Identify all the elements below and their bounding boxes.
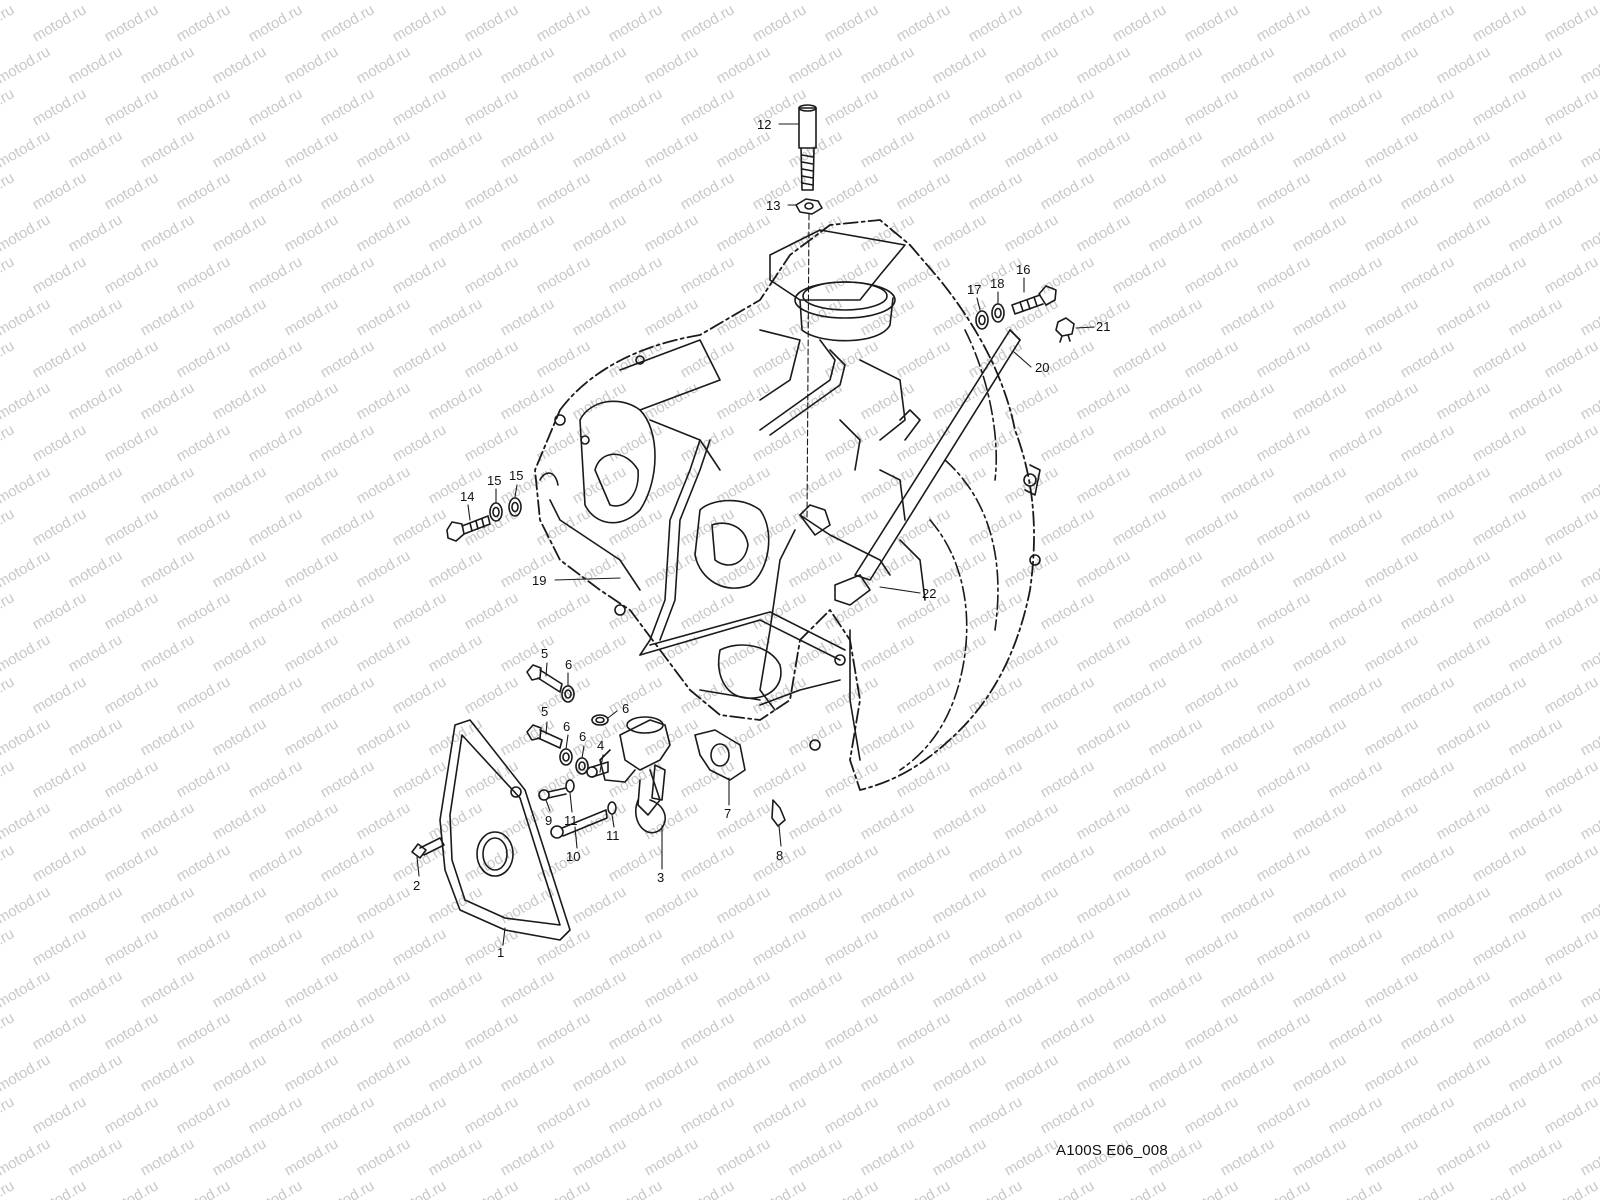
callout-21: 21 — [1096, 319, 1110, 334]
part-1-cover-plate — [439, 719, 571, 941]
callout-6b: 6 — [622, 701, 629, 716]
callout-15a: 15 — [487, 473, 501, 488]
callout-20: 20 — [1035, 360, 1049, 375]
part-4-pin — [586, 761, 609, 778]
callout-13: 13 — [766, 198, 780, 213]
leader-lines — [416, 123, 1095, 946]
part-11-washers — [565, 779, 617, 815]
callout-11b: 11 — [606, 828, 620, 843]
callout-14: 14 — [460, 489, 474, 504]
transmission-housing — [534, 219, 1041, 791]
callout-1: 1 — [497, 945, 504, 960]
callout-5b: 5 — [541, 704, 548, 719]
callout-5a: 5 — [541, 646, 548, 661]
part-5-bolt-upper — [526, 664, 563, 693]
callout-6a: 6 — [565, 657, 572, 672]
part-9-screw — [538, 787, 567, 801]
callout-2: 2 — [413, 878, 420, 893]
callout-6d: 6 — [579, 729, 586, 744]
callout-12: 12 — [757, 117, 771, 132]
callout-labels: 1 2 3 4 5 5 6 6 6 6 7 8 9 10 11 11 12 13… — [413, 117, 1110, 960]
part-10-long-bolt — [550, 809, 608, 839]
callout-16: 16 — [1016, 262, 1030, 277]
part-7-gasket — [694, 729, 746, 781]
callout-10: 10 — [566, 849, 580, 864]
callout-17: 17 — [967, 282, 981, 297]
callout-6c: 6 — [563, 719, 570, 734]
part-15-washers — [489, 497, 522, 522]
callout-19: 19 — [532, 573, 546, 588]
part-5-bolt-lower — [526, 724, 563, 749]
callout-3: 3 — [657, 870, 664, 885]
callout-18: 18 — [990, 276, 1004, 291]
watermark-text: motod.ru — [1578, 0, 1600, 3]
part-13-nut — [795, 198, 823, 215]
part-2-screw — [411, 837, 445, 859]
part-21-clip — [1055, 317, 1075, 343]
part-14-bolt — [446, 515, 491, 542]
callout-22: 22 — [922, 586, 936, 601]
callout-11a: 11 — [564, 813, 578, 828]
part-12-stud — [798, 104, 817, 191]
callout-15b: 15 — [509, 468, 523, 483]
callout-9: 9 — [545, 813, 552, 828]
part-17-washer — [975, 310, 989, 330]
diagram-code: A100S E06_008 — [1056, 1142, 1168, 1159]
callout-7: 7 — [724, 806, 731, 821]
callout-8: 8 — [776, 848, 783, 863]
part-8-clip — [771, 799, 786, 827]
part-3-valve-body — [599, 716, 671, 834]
part-18-washer — [991, 303, 1005, 323]
part-16-bolt — [1011, 285, 1057, 315]
callout-4: 4 — [597, 738, 604, 753]
